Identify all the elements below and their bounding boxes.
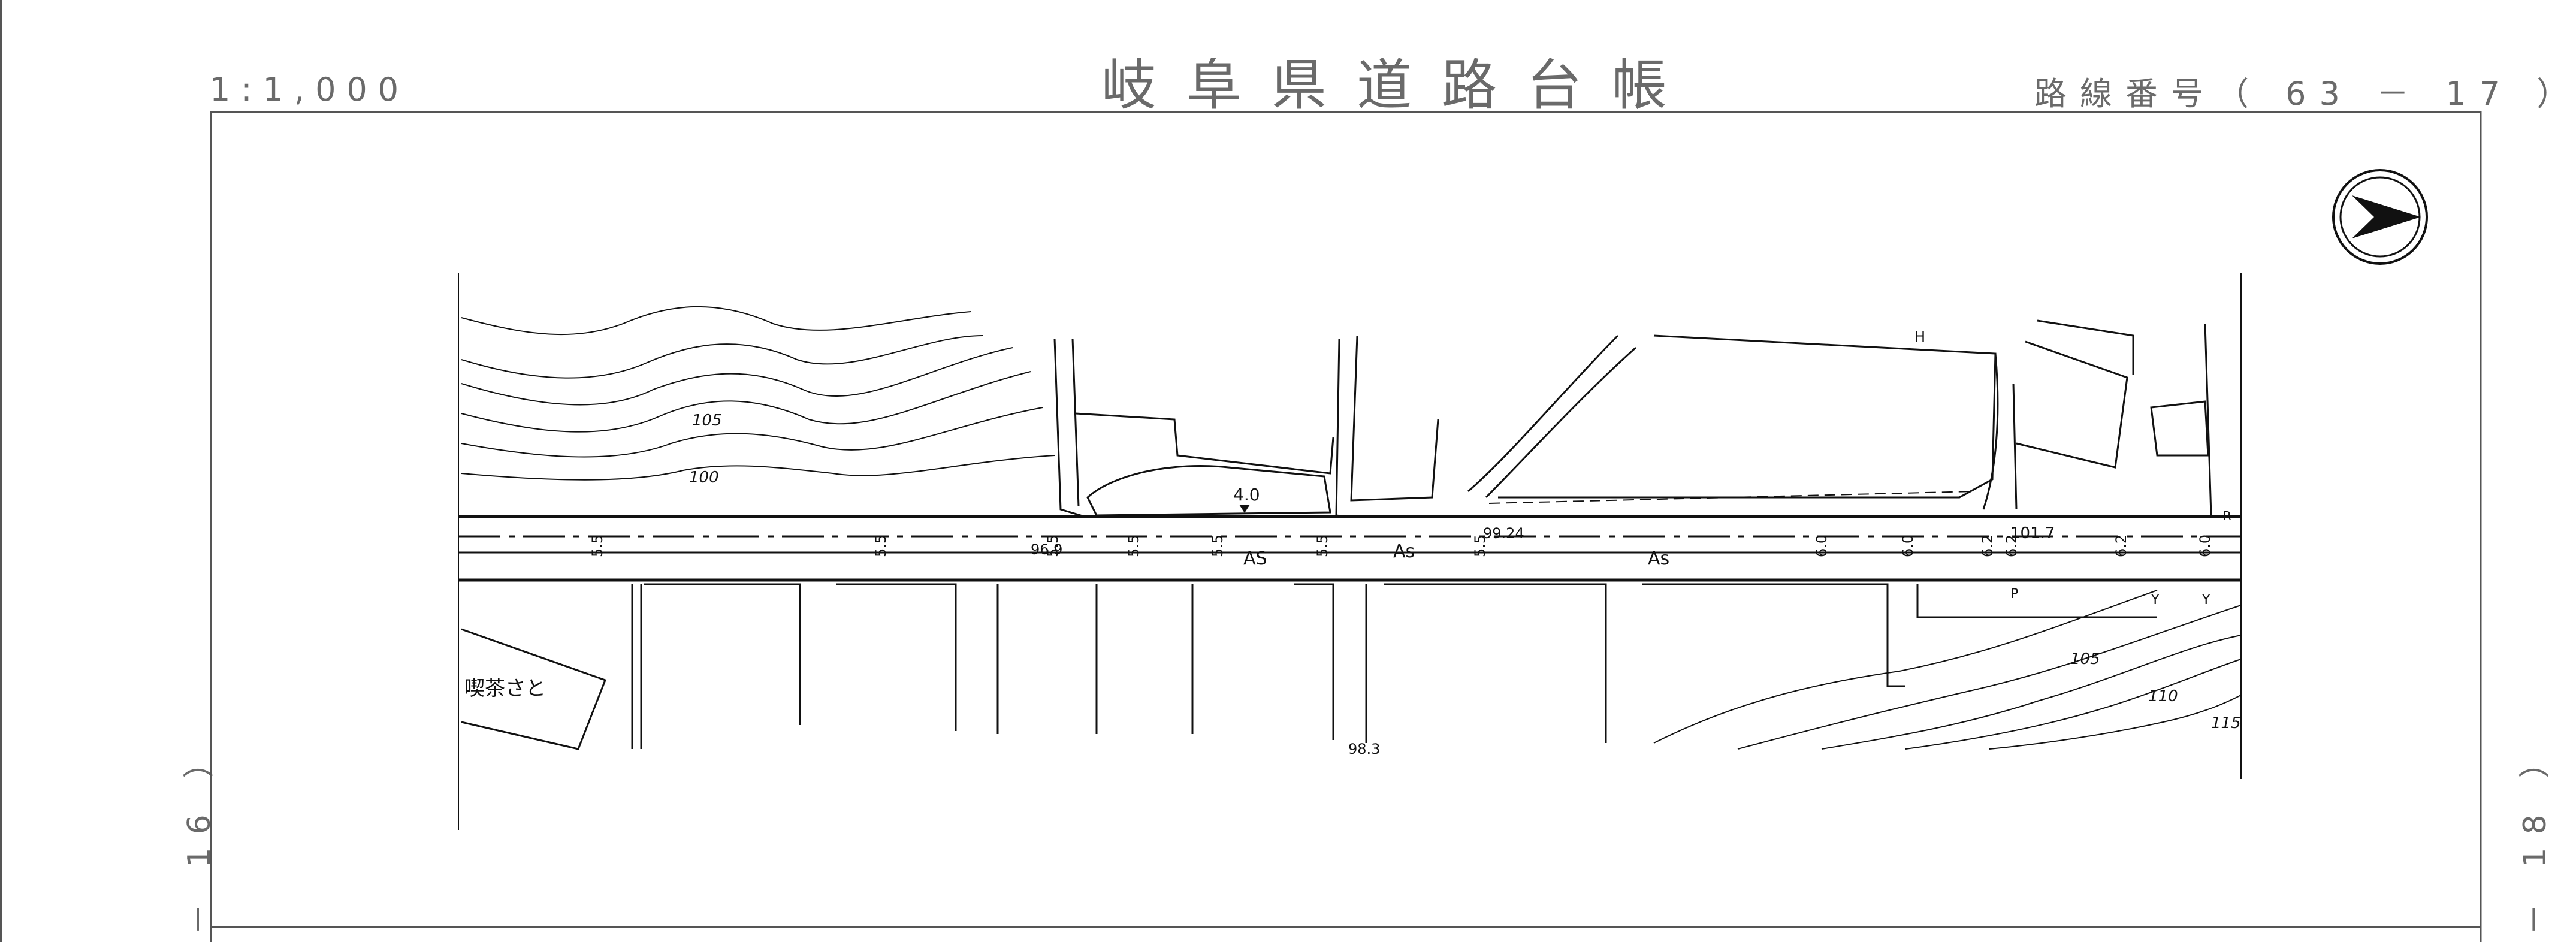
scale-label: 1:1,000	[210, 71, 410, 108]
width-label: 6.0	[1899, 535, 1916, 557]
width-label: 5.5	[872, 535, 889, 557]
elevation-label: 101.7	[2010, 524, 2055, 542]
tag-h: H	[1914, 328, 1925, 345]
property-line-north	[1488, 491, 1975, 504]
contours-southeast	[1653, 590, 2242, 750]
triangle-marker-icon	[1239, 505, 1250, 513]
contours-northwest	[461, 306, 1055, 481]
parcels-north	[1053, 319, 2212, 518]
width-label: 5.5	[1125, 535, 1142, 557]
contour-label-110: 110	[2148, 687, 2178, 705]
width-labels: 5.5 5.5 5.5 5.5 5.5 5.5 5.5 6.0 6.0 6.2 …	[589, 535, 2213, 557]
contour-label-105-se: 105	[2070, 650, 2100, 668]
tag-y: Y	[2151, 593, 2160, 608]
tag-y: Y	[2201, 593, 2210, 608]
width-label: 6.2	[2113, 535, 2130, 557]
width-label: 6.0	[2197, 535, 2213, 557]
tag-p: P	[2010, 587, 2018, 602]
island-width-label: 4.0	[1233, 485, 1260, 505]
sheet-title: 岐阜県道路台帳	[1101, 53, 1698, 117]
parcels-south	[461, 583, 2157, 750]
building-label: 喫茶さと	[464, 677, 546, 701]
contour-label-100: 100	[689, 469, 719, 487]
road-label-as-3: As	[1648, 548, 1669, 569]
width-label: 6.2	[1979, 535, 1996, 557]
road-label-as-2: As	[1393, 541, 1415, 562]
road-label-as-1: AS	[1243, 548, 1267, 569]
contour-label-105-nw: 105	[692, 412, 722, 430]
width-label: 6.0	[1813, 535, 1830, 557]
elevation-label: 98.3	[1348, 741, 1380, 757]
elevation-label: 96.9	[1031, 541, 1062, 558]
tag-r: R	[2223, 509, 2231, 523]
north-arrow-icon	[2332, 169, 2428, 265]
width-label: 6.2	[2003, 535, 2020, 557]
width-label: 5.5	[1314, 535, 1331, 557]
route-number: 路線番号（ 63 － 17 ）	[2034, 75, 2576, 113]
width-label: 5.5	[1472, 535, 1488, 557]
elevation-label: 99.24	[1483, 525, 1524, 542]
width-label: 5.5	[589, 535, 606, 557]
map-frame	[210, 111, 2482, 942]
contour-label-115: 115	[2211, 714, 2241, 732]
width-label: 5.5	[1044, 535, 1061, 557]
main-road	[458, 515, 2241, 582]
width-label: 5.5	[1209, 535, 1226, 557]
map-boundaries	[458, 273, 2242, 830]
